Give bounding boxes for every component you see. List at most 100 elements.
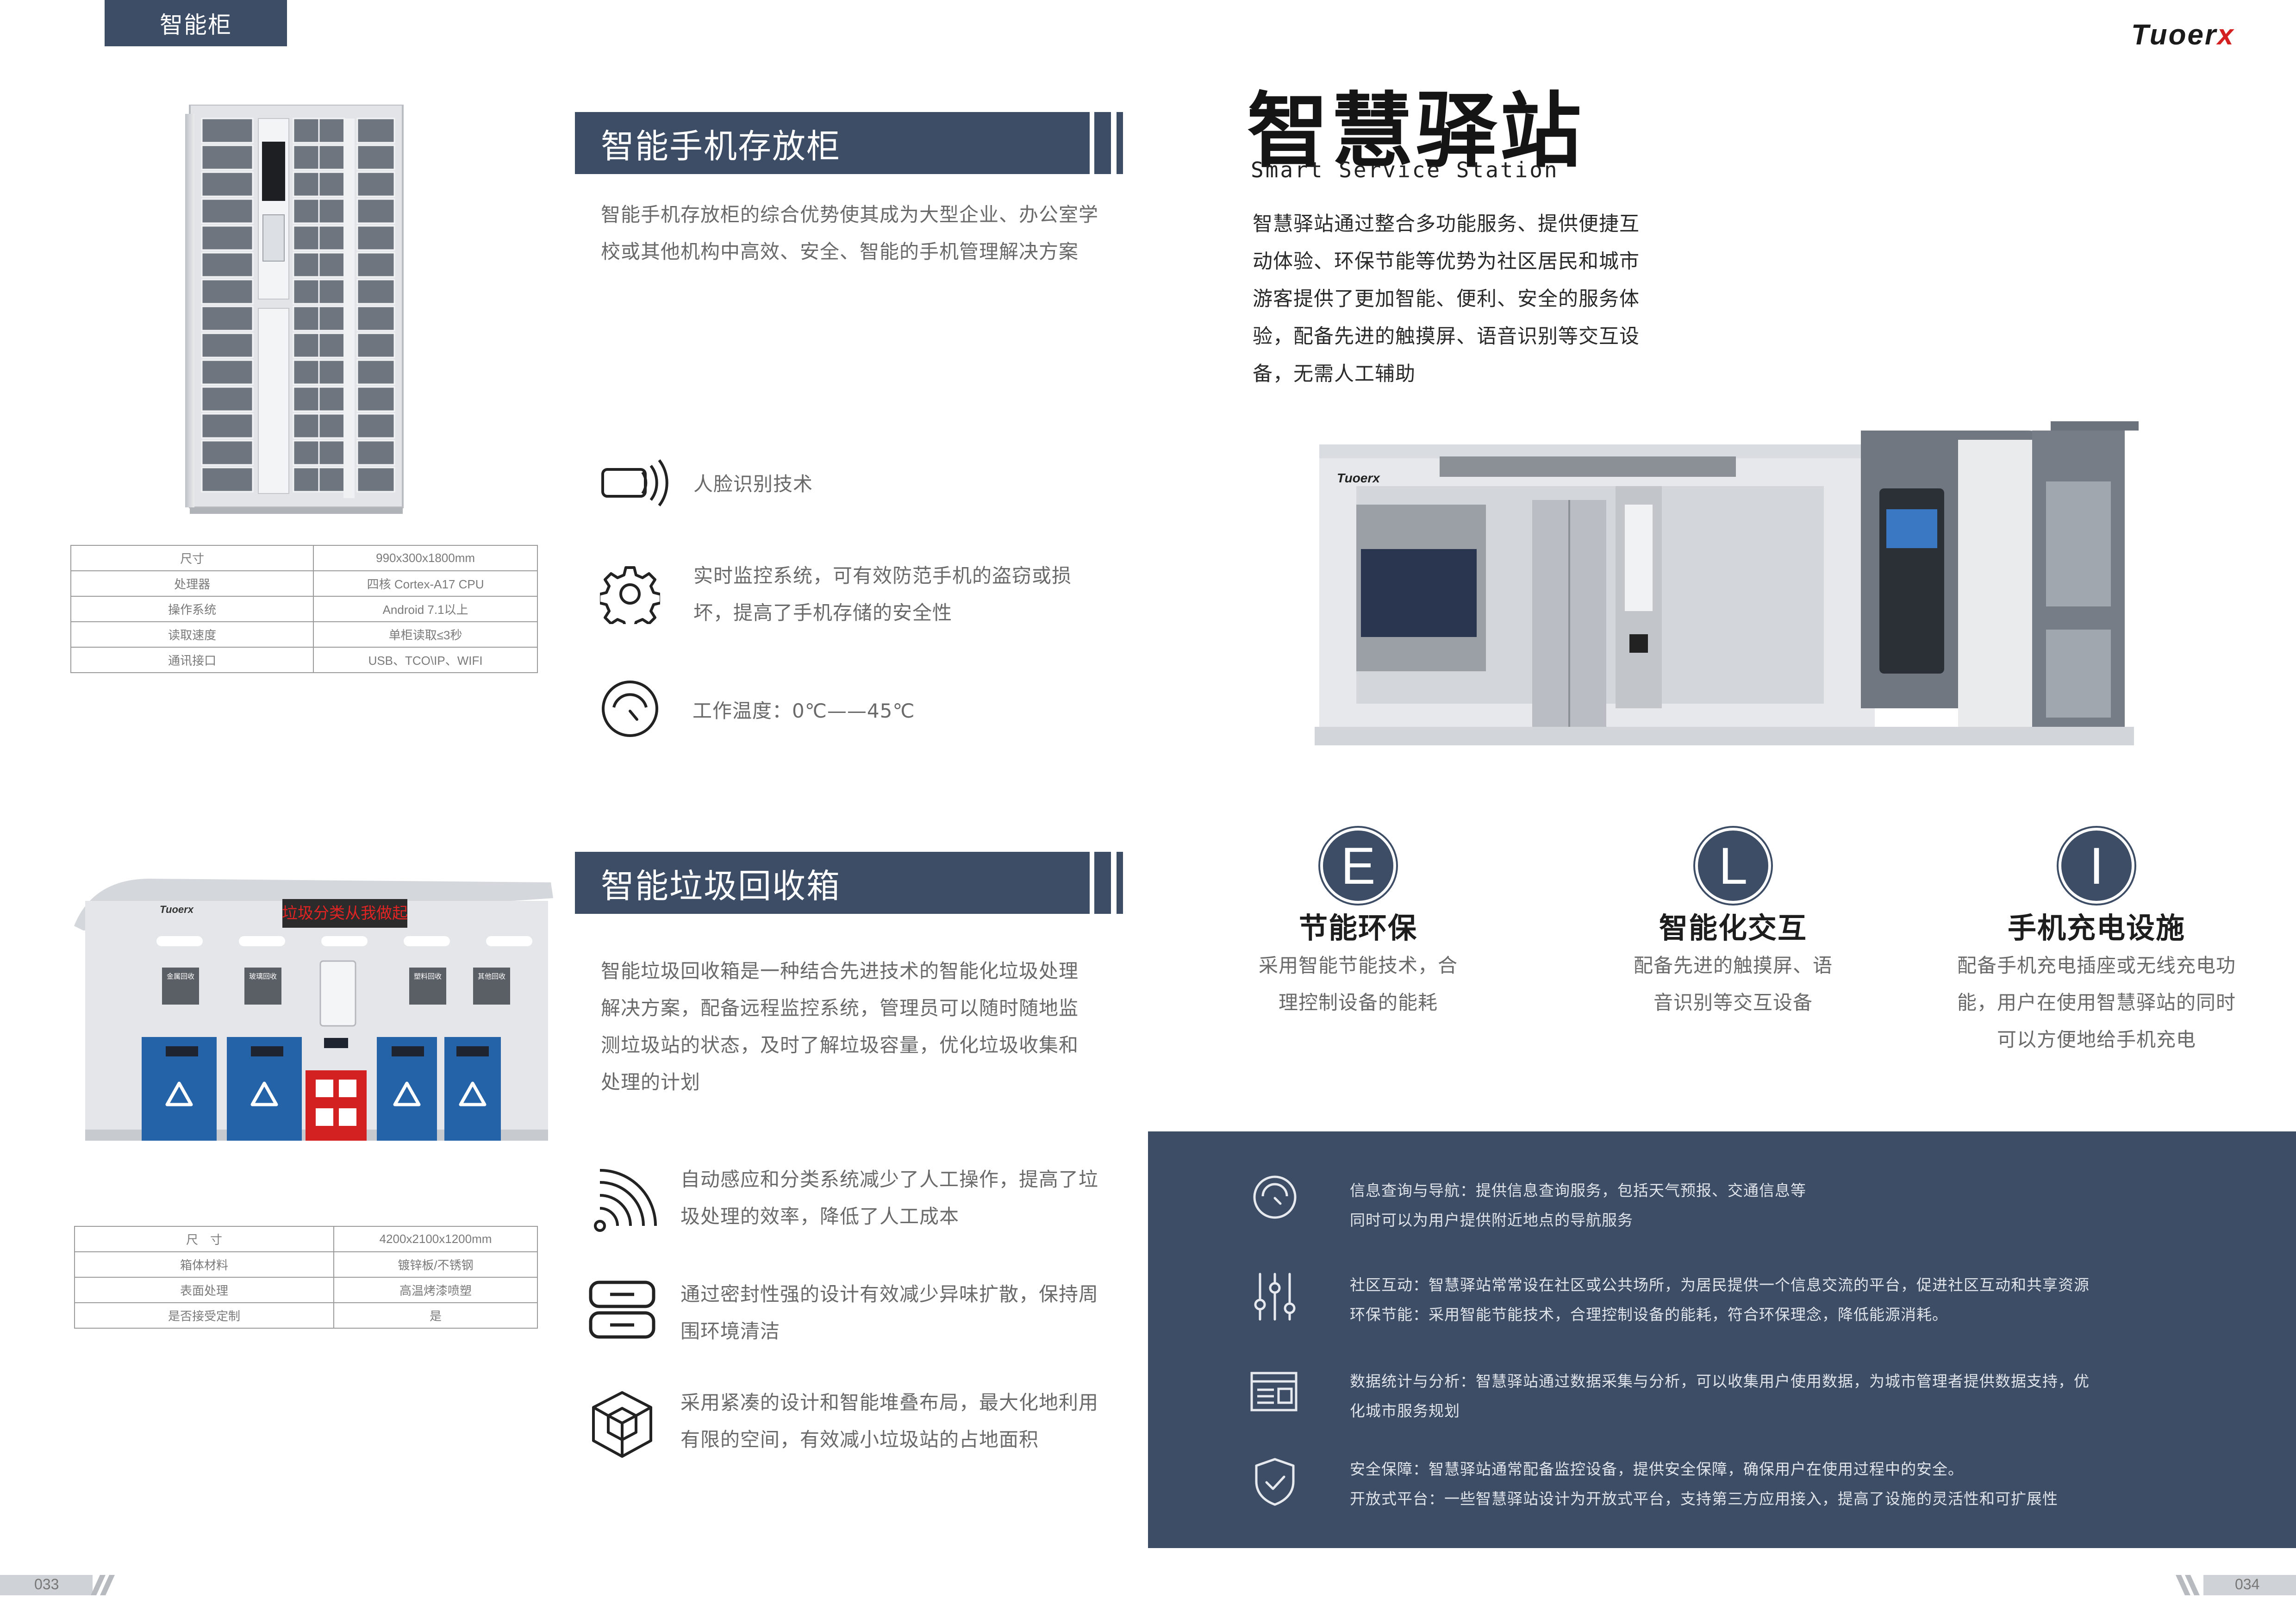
pillar-text: 配备手机充电插座或无线充电功 能，用户在使用智慧驿站的同时 可以方便地给手机充电 (1957, 954, 2236, 1051)
pillar-text: 采用智能节能技术，合 理控制设备的能耗 (1258, 954, 1458, 1014)
feature-sealing: 通过密封性强的设计有效减少异味扩散，保持周 围环境清洁 (680, 1283, 1099, 1343)
face-scan-icon (601, 459, 668, 506)
shield-check-icon (1255, 1458, 1295, 1506)
recycling-bin-section-header: 智能垃圾回收箱 (575, 852, 1090, 914)
spec-label: 是否接受定制 (74, 1302, 334, 1329)
feature-auto-sensing: 自动感应和分类系统减少了人工操作，提高了垃 圾处理的效率，降低了人工成本 (680, 1168, 1099, 1228)
locker-door (201, 467, 254, 493)
locker-door (201, 413, 254, 439)
locker-door (201, 118, 254, 144)
feature-face-recognition: 人脸识别技术 (693, 473, 813, 495)
spec-row: 是否接受定制是 (74, 1302, 538, 1329)
page-title: 智慧驿站 (1247, 84, 1585, 179)
phone-cabinet-image (185, 105, 404, 514)
page-number-right: 034 (2235, 1576, 2260, 1593)
locker-door (356, 144, 395, 170)
pillar-text: 配备先进的触摸屏、语 音识别等交互设备 (1633, 954, 1833, 1014)
spec-value: Android 7.1以上 (313, 596, 538, 622)
footer-slash-decor (2176, 1575, 2200, 1595)
spec-value: 990x300x1800mm (313, 545, 538, 571)
recycling-bin-title: 智能垃圾回收箱 (601, 866, 841, 906)
recycling-bin-image: 垃圾分类从我做起 Tuoerx 金属回收玻璃回收有害垃圾塑料回收其他回收 (74, 879, 553, 1141)
spec-value: 镀锌板/不锈钢 (333, 1251, 538, 1278)
locker-door (356, 171, 395, 197)
locker-door (356, 386, 395, 412)
panel-item-security: 安全保障：智慧驿站通常配备监控设备，提供安全保障，确保用户在使用过程中的安全。 … (1350, 1460, 2058, 1508)
locker-door (356, 467, 395, 493)
info-panel (1148, 1131, 2296, 1548)
pillar-badge-e: E (1320, 828, 1396, 904)
locker-door (356, 225, 395, 251)
header-accent-bar-thin (1117, 112, 1123, 174)
locker-door (356, 332, 395, 358)
locker-door (201, 386, 254, 412)
locker-door (201, 359, 254, 385)
spec-label: 表面处理 (74, 1277, 334, 1303)
locker-door (201, 225, 254, 251)
spec-row: 读取速度单柜读取≤3秒 (70, 621, 538, 648)
locker-door (201, 171, 254, 197)
spec-row: 处理器四核 Cortex-A17 CPU (70, 570, 538, 597)
locker-door (356, 118, 395, 144)
locker-door (356, 279, 395, 305)
spec-value: 单柜读取≤3秒 (313, 621, 538, 648)
kiosk-brand-text: Tuoerx (1337, 471, 1380, 485)
category-tag-label: 智能柜 (160, 12, 232, 38)
brand-logo: Tuoerx (2131, 19, 2235, 51)
phone-cabinet-description: 智能手机存放柜的综合优势使其成为大型企业、办公室学 校或其他机构中高效、安全、智… (601, 203, 1099, 263)
spec-value: 是 (333, 1302, 538, 1329)
bin-brand-text: Tuoerx (160, 904, 194, 915)
spec-value: 4200x2100x1200mm (333, 1226, 538, 1252)
service-station-image: Tuoerx (1315, 421, 2139, 745)
spec-value: USB、TCO\IP、WIFI (313, 647, 538, 673)
spec-value: 高温烤漆喷塑 (333, 1277, 538, 1303)
feature-monitoring: 实时监控系统，可有效防范手机的盗窃或损 坏，提高了手机存储的安全性 (693, 564, 1072, 624)
page-subtitle: Smart Service Station (1251, 157, 1559, 182)
header-accent-bar-thin (1117, 852, 1123, 914)
locker-door (356, 413, 395, 439)
pillar-title: 节能环保 (1298, 911, 1417, 945)
pillar-badge-i: I (2059, 828, 2134, 904)
phone-cabinet-title: 智能手机存放柜 (601, 126, 841, 166)
locker-door (356, 306, 395, 331)
page-footer-stripe-right (2203, 1575, 2296, 1595)
bin-label: 玻璃回收 (249, 972, 277, 981)
spec-value: 四核 Cortex-A17 CPU (313, 570, 538, 597)
spec-label: 尺 寸 (74, 1226, 334, 1252)
locker-door (356, 440, 395, 466)
pillar-charging: I 手机充电设施 配备手机充电插座或无线充电功 能，用户在使用智慧驿站的同时 可… (1937, 828, 2256, 1058)
cube-icon (592, 1391, 652, 1458)
spec-row: 表面处理高温烤漆喷塑 (74, 1277, 538, 1303)
page-footer-stripe-left (0, 1575, 93, 1595)
locker-door (201, 332, 254, 358)
header-accent-bar (1094, 112, 1111, 174)
pillar-interaction: L 智能化交互 配备先进的触摸屏、语 音识别等交互设备 (1603, 828, 1863, 1021)
locker-door (201, 252, 254, 278)
feature-temperature: 工作温度：0℃——45℃ (693, 700, 915, 722)
locker-door (356, 359, 395, 385)
locker-door (356, 252, 395, 278)
phone-cabinet-section-header: 智能手机存放柜 (575, 112, 1090, 174)
pillar-energy: E 节能环保 采用智能节能技术，合 理控制设备的能耗 (1233, 828, 1483, 1021)
category-tag: 智能柜 (105, 0, 287, 46)
footer-slash-decor (91, 1575, 115, 1595)
locker-door (201, 144, 254, 170)
spec-label: 操作系统 (70, 596, 314, 622)
spec-label: 通讯接口 (70, 647, 314, 673)
panel-item-community: 社区互动：智慧驿站常常设在社区或公共场所，为居民提供一个信息交流的平台，促进社区… (1350, 1276, 2090, 1324)
dashboard-icon (1250, 1372, 1298, 1412)
panel-item-data-analysis: 数据统计与分析：智慧驿站通过数据采集与分析，可以收集用户使用数据，为城市管理者提… (1350, 1372, 2090, 1420)
seal-icon (589, 1280, 655, 1339)
spec-label: 尺寸 (70, 545, 314, 571)
bin-label: 金属回收 (167, 972, 194, 981)
header-accent-bar (1094, 852, 1111, 914)
recycling-bin-description: 智能垃圾回收箱是一种结合先进技术的智能化垃圾处理 解决方案，配备远程监控系统，管… (601, 960, 1079, 1093)
gauge-icon (602, 681, 658, 737)
pillar-badge-l: L (1695, 828, 1771, 904)
locker-door (201, 440, 254, 466)
